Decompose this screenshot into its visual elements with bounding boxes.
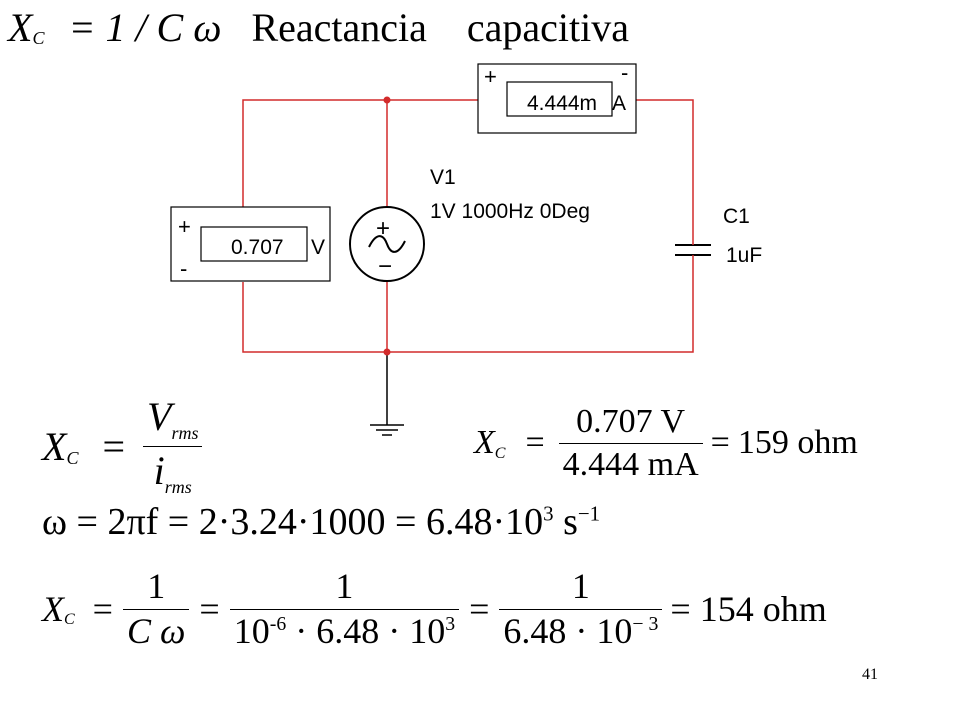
source-minus: −	[378, 253, 392, 280]
eq2-num: 0.707 V	[576, 403, 686, 440]
eq1-lhs-sub: C	[66, 447, 79, 468]
wire-top-right	[636, 99, 694, 238]
ground-icon	[370, 424, 404, 436]
eq1-num-sub: rms	[171, 423, 199, 443]
ammeter-reading: 4.444m	[527, 92, 597, 115]
eq4-f1-num: 1	[147, 566, 166, 606]
source-plus: +	[376, 215, 390, 242]
eq4-f2-den-a-exp: -6	[269, 612, 287, 635]
eq1-lhs-var: X	[42, 423, 67, 469]
eq1-equals: =	[102, 423, 126, 469]
title-formula-var: X	[8, 5, 33, 50]
eq4-f2-den-b: · 6.48 · 10	[295, 610, 446, 651]
voltmeter-unit: V	[311, 236, 325, 259]
capacitor-icon	[675, 244, 711, 256]
eq4-equals-3: =	[469, 589, 490, 630]
node-top	[383, 96, 391, 104]
eq2-den: 4.444 mA	[562, 445, 699, 483]
eq4-fraction-3: 1 6.48 · 10− 3	[499, 566, 663, 651]
source-name: V1	[430, 166, 456, 189]
eq4-fraction-2: 1 10-6 · 6.48 · 103	[229, 566, 460, 651]
page-number: 41	[862, 666, 878, 683]
eq3-exp: 3	[543, 501, 554, 526]
eq2-result: 159 ohm	[737, 424, 858, 462]
eq4-f3-den-exp: − 3	[632, 612, 659, 635]
title-formula-sub: C	[32, 28, 45, 48]
ammeter-minus: -	[621, 60, 628, 85]
eq2-lhs-sub: C	[494, 445, 506, 463]
ammeter-display	[506, 81, 613, 117]
eq4-fraction-1: 1 C ω	[122, 566, 190, 651]
eq4-equals: =	[92, 589, 113, 630]
eq4-f1-den: C ω	[126, 610, 186, 651]
voltmeter	[170, 206, 331, 282]
eq4-f3-num: 1	[571, 566, 590, 606]
eq4-f3-den: 6.48 · 10	[503, 610, 633, 651]
eq2-equals-2: =	[710, 424, 730, 462]
title-formula-rhs: = 1 / C ω	[68, 5, 222, 50]
eq3-unit-exp: −1	[577, 501, 601, 526]
node-bottom	[383, 348, 391, 356]
eq4-lhs-var: X	[42, 589, 64, 630]
eq2-equals: =	[525, 424, 545, 462]
eq1-den-sub: rms	[164, 476, 192, 497]
wire-right-bottom	[242, 262, 694, 353]
eq4-lhs-sub: C	[64, 611, 75, 629]
eq2-lhs-var: X	[474, 424, 495, 462]
ammeter-unit: A	[612, 92, 626, 115]
eq4-equals-2: =	[199, 589, 220, 630]
source-params: 1V 1000Hz 0Deg	[430, 200, 590, 223]
voltmeter-minus: -	[180, 256, 187, 281]
ac-source-icon	[349, 206, 425, 282]
voltmeter-reading: 0.707	[231, 236, 284, 259]
eq3-unit: s	[553, 501, 578, 543]
eq3-text: ω = 2πf = 2·3.24·1000 = 6.48·10	[42, 501, 544, 543]
eq1-fraction: Vrms irms	[143, 394, 203, 497]
ammeter-plus: +	[484, 64, 497, 89]
eq1-num-var: V	[147, 394, 172, 439]
title-text: Reactancia capacitiva	[251, 5, 630, 50]
circuit-wires	[242, 99, 694, 353]
capacitor-value: 1uF	[726, 244, 762, 267]
ammeter	[477, 63, 637, 134]
capacitor-name: C1	[723, 205, 750, 228]
eq1-den-var: i	[153, 447, 165, 493]
eq4-f2-den-a: 10	[233, 610, 270, 651]
eq4-f2-num: 1	[335, 566, 354, 606]
eq4-result: = 154 ohm	[670, 589, 827, 630]
voltmeter-plus: +	[178, 214, 191, 239]
voltmeter-display	[200, 226, 308, 262]
equation-omega: ω = 2πf = 2·3.24·1000 = 6.48·103 s−1	[42, 500, 600, 544]
wire-top-left	[242, 99, 478, 207]
eq4-f2-den-b-exp: 3	[445, 612, 456, 635]
eq2-fraction: 0.707 V 4.444 mA	[558, 403, 703, 483]
